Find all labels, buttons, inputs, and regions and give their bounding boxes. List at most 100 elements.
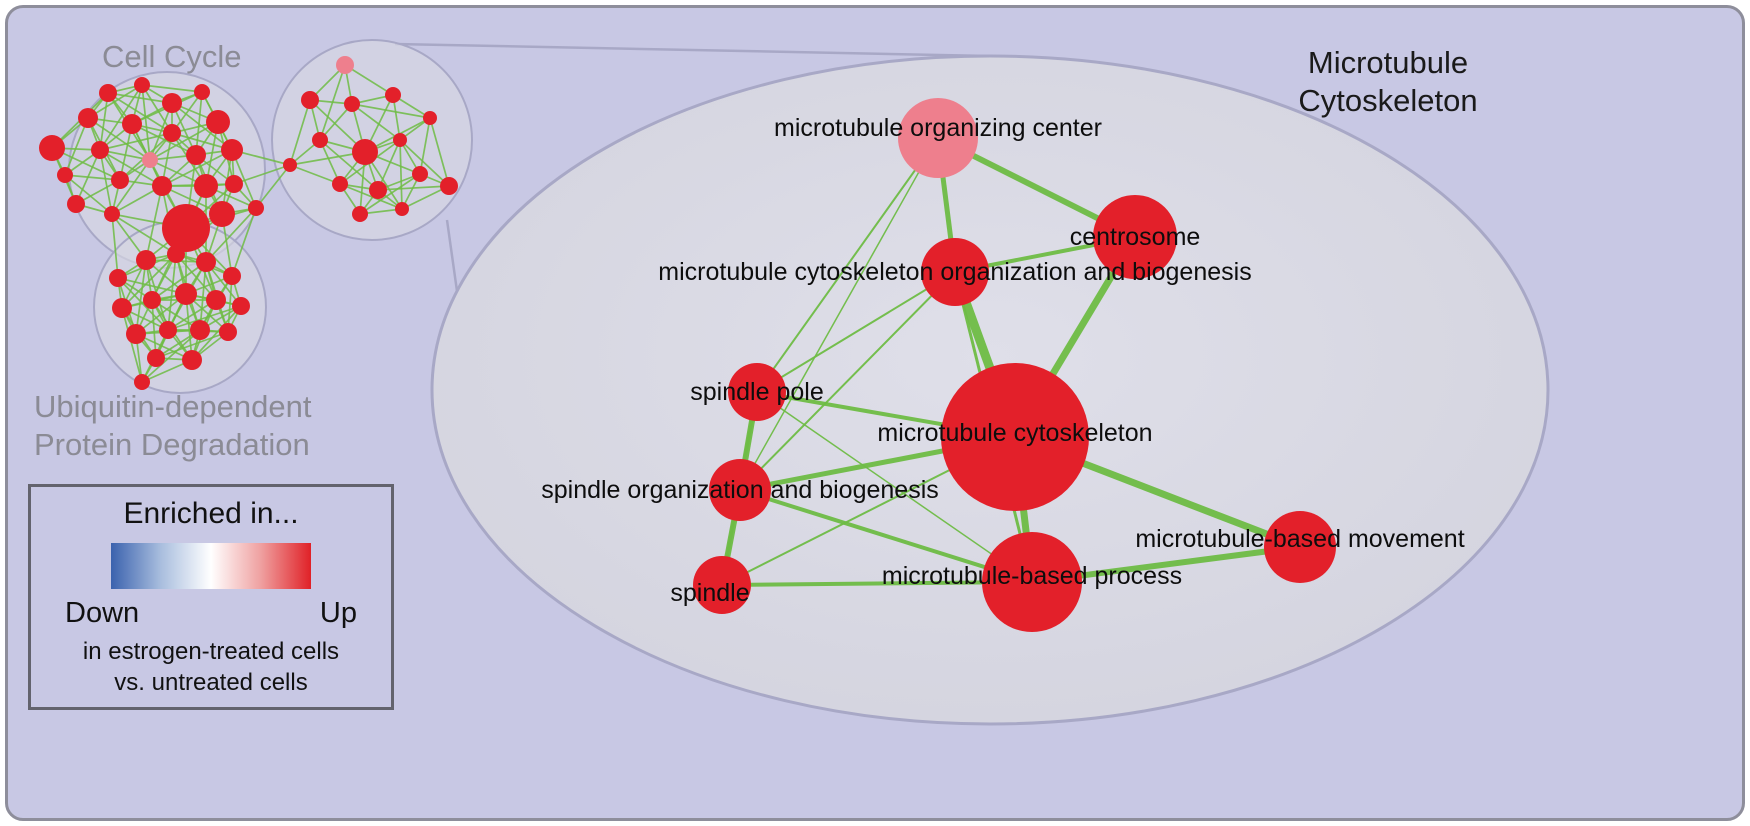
- mini-node: [134, 77, 150, 93]
- mini-edge: [151, 299, 157, 359]
- mini-node: [393, 133, 407, 147]
- mini-node: [182, 350, 202, 370]
- mini-edge: [351, 103, 401, 141]
- mini-edge: [107, 92, 173, 104]
- node-label-spindle_org: spindle organization and biogenesis: [541, 476, 939, 504]
- mini-node: [219, 323, 237, 341]
- node-spindle_org: [709, 459, 771, 521]
- mini-edge: [185, 293, 193, 361]
- node-label-movement: microtubule-based movement: [1135, 525, 1464, 553]
- node-label-spindle: spindle: [670, 579, 749, 607]
- mini-edge: [121, 307, 143, 383]
- mini-node: [190, 320, 210, 340]
- mini-node: [111, 171, 129, 189]
- mini-node: [152, 176, 172, 196]
- mini-edge: [141, 329, 201, 383]
- mini-node: [142, 152, 158, 168]
- mini-node: [248, 200, 264, 216]
- mini-edge: [289, 99, 311, 166]
- cluster-label-ubiquitin-line2: Protein Degradation: [34, 427, 310, 462]
- mini-edge: [231, 207, 257, 277]
- node-org: [921, 238, 989, 306]
- mini-node: [175, 283, 197, 305]
- node-moc: [898, 98, 978, 178]
- mini-edge: [399, 139, 403, 210]
- mini-node: [126, 324, 146, 344]
- mini-node: [232, 297, 250, 315]
- mini-node: [167, 245, 185, 263]
- mini-edge: [99, 149, 113, 215]
- mini-edge: [99, 149, 163, 187]
- mini-edge: [64, 117, 89, 176]
- mini-edge: [151, 261, 207, 301]
- mini-node: [112, 298, 132, 318]
- legend: Enriched in... Down Up in estrogen-treat…: [28, 484, 394, 710]
- legend-up-label: Up: [319, 597, 357, 629]
- mini-node: [109, 269, 127, 287]
- node-spindle: [693, 556, 751, 614]
- mini-edge: [111, 159, 151, 215]
- mini-node: [312, 132, 328, 148]
- mini-edge: [255, 164, 291, 209]
- mini-edge: [344, 64, 394, 96]
- mini-edge: [121, 253, 177, 309]
- mini-edge: [319, 139, 341, 185]
- legend-title: Enriched in...: [123, 497, 299, 530]
- mini-edge: [99, 92, 109, 151]
- mini-node: [136, 250, 156, 270]
- legend-subtitle-line1: in estrogen-treated cells: [82, 638, 340, 665]
- mini-node: [225, 175, 243, 193]
- mini-edge: [141, 84, 173, 134]
- mini-edge: [99, 132, 173, 151]
- mini-edge: [429, 117, 450, 187]
- mini-edge: [399, 139, 450, 187]
- mini-node: [385, 87, 401, 103]
- mini-node: [206, 110, 230, 134]
- zoom-connector-line: [394, 42, 991, 58]
- mini-node: [440, 177, 458, 195]
- mini-node: [39, 135, 65, 161]
- mini-node: [162, 204, 210, 252]
- node-centrosome: [1093, 195, 1177, 279]
- mini-edge: [87, 117, 151, 161]
- mini-edge: [351, 103, 431, 119]
- node-mt_cytoskeleton: [941, 363, 1089, 511]
- mini-node: [196, 252, 216, 272]
- mini-node: [352, 206, 368, 222]
- mini-edge: [191, 305, 242, 361]
- cluster-label-ubiquitin-line1: Ubiquitin-dependent: [34, 389, 312, 424]
- mini-node: [91, 141, 109, 159]
- mini-edge: [233, 164, 291, 185]
- mini-node: [423, 111, 437, 125]
- cluster-label-cell-cycle: Cell Cycle: [102, 39, 242, 74]
- mini-node: [143, 291, 161, 309]
- mini-node: [134, 374, 150, 390]
- mini-node: [336, 56, 354, 74]
- mini-edge: [377, 139, 401, 191]
- mini-node: [412, 166, 428, 182]
- mini-node: [344, 96, 360, 112]
- edge-org-spindle_pole: [756, 271, 956, 393]
- node-label-centrosome: centrosome: [1070, 223, 1201, 251]
- edge-spindle-process: [721, 580, 1033, 587]
- node-label-spindle_pole: spindle pole: [690, 378, 823, 406]
- mini-edge: [64, 174, 121, 181]
- legend-down-label: Down: [65, 597, 140, 629]
- mini-edge: [135, 333, 193, 361]
- mini-edge: [141, 84, 151, 161]
- mini-edge: [161, 149, 233, 187]
- mini-node: [104, 206, 120, 222]
- edge-spindle_org-process: [739, 488, 1033, 584]
- node-spindle_pole: [728, 363, 786, 421]
- mini-edge: [64, 174, 113, 215]
- mini-node: [209, 201, 235, 227]
- cluster-label-ubiquitin: Ubiquitin-dependent Protein Degradation: [34, 388, 312, 464]
- mini-node: [159, 321, 177, 339]
- mini-node: [332, 176, 348, 192]
- mini-edge: [145, 185, 163, 261]
- edge-spindle_pole-process: [756, 391, 1033, 583]
- mini-edge: [359, 173, 421, 215]
- node-label-org: microtubule cytoskeleton organization an…: [658, 258, 1251, 286]
- mini-edge: [149, 121, 219, 161]
- mini-node: [352, 139, 378, 165]
